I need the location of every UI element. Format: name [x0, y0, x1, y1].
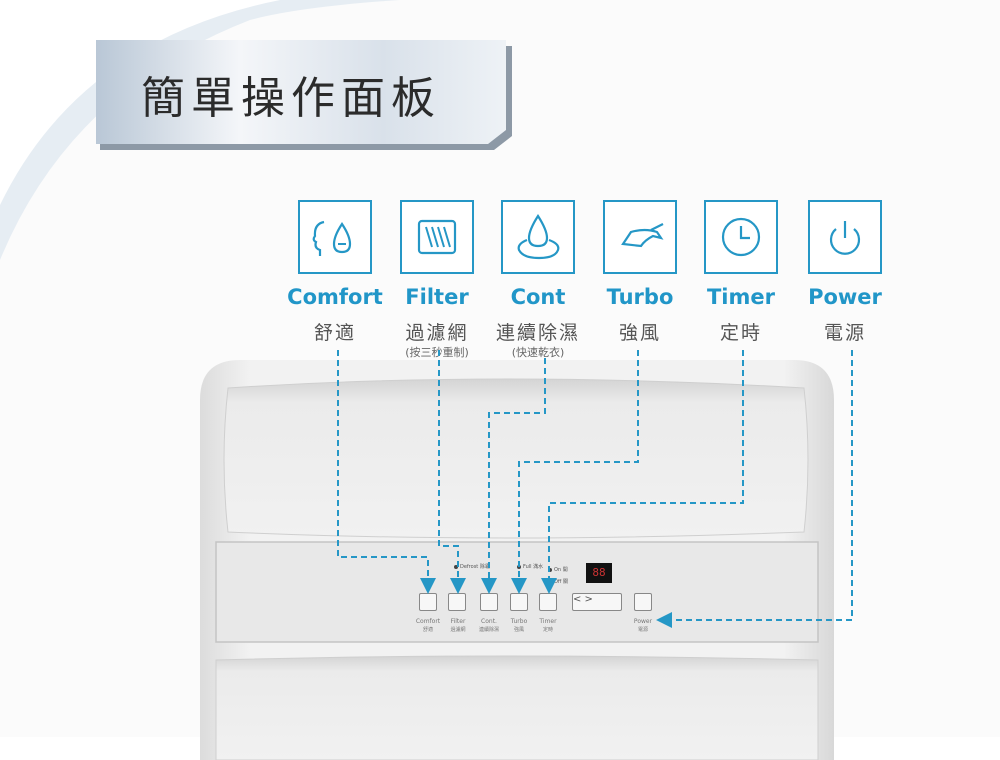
- comfort-label: Comfort: [287, 285, 383, 309]
- panel-power-label: Power: [633, 618, 653, 625]
- title-banner: [96, 40, 512, 150]
- filter-button[interactable]: [448, 593, 466, 611]
- filter-zh-label: 過濾網: [405, 322, 469, 344]
- panel-comfort-zh: 舒適: [422, 627, 433, 633]
- panel-turbo-label: Turbo: [510, 618, 528, 625]
- clock-icon: [721, 217, 761, 257]
- power-zh-label: 電源: [823, 322, 866, 344]
- arrow-buttons[interactable]: < >: [572, 593, 622, 611]
- panel-comfort-label: Comfort: [415, 618, 441, 625]
- filter-icon: [417, 219, 457, 255]
- panel-filter-label: Filter: [450, 618, 466, 625]
- cont-note: (快速乾衣): [511, 346, 565, 359]
- power-feature-box: [808, 200, 882, 274]
- power-label: Power: [808, 285, 882, 309]
- filter-feature-box: [400, 200, 474, 274]
- panel-filter-zh: 過濾網: [450, 627, 466, 633]
- wind-icon: [621, 223, 664, 248]
- cont-button[interactable]: [480, 593, 498, 611]
- comfort-button[interactable]: [419, 593, 437, 611]
- timer-feature-box: [704, 200, 778, 274]
- panel-turbo-zh: 強風: [513, 627, 524, 633]
- timer-zh-label: 定時: [719, 322, 762, 344]
- on-indicator: On 開: [548, 566, 568, 573]
- filter-label: Filter: [405, 285, 469, 309]
- cont-label: Cont: [510, 285, 566, 309]
- comfort-zh-label: 舒適: [313, 322, 356, 344]
- timer-button[interactable]: [539, 593, 557, 611]
- page-title: 簡單操作面板: [141, 73, 441, 124]
- turbo-zh-label: 強風: [618, 322, 661, 344]
- panel-power-zh: 電源: [637, 627, 648, 633]
- panel-cont-label: Cont.: [481, 618, 497, 625]
- turbo-label: Turbo: [606, 285, 674, 309]
- panel-cont-zh: 連續除濕: [478, 627, 499, 633]
- timer-label: Timer: [706, 285, 775, 309]
- cont-feature-box: [501, 200, 575, 274]
- turbo-feature-box: [603, 200, 677, 274]
- turbo-button[interactable]: [510, 593, 528, 611]
- panel-timer-label: Timer: [539, 618, 557, 625]
- panel-timer-zh: 定時: [542, 627, 553, 633]
- power-icon: [829, 221, 861, 255]
- comfort-feature-box: [298, 200, 372, 274]
- defrost-indicator: Defrost 除霜: [454, 563, 490, 570]
- cont-zh-label: 連續除濕: [495, 322, 580, 344]
- drop-circle-icon: [517, 213, 560, 260]
- face-drop-icon: [312, 220, 352, 256]
- full-indicator: Full 滿水: [517, 563, 543, 570]
- off-indicator: Off 關: [548, 578, 568, 585]
- dehumidifier-unit: [200, 360, 834, 760]
- power-button[interactable]: [634, 593, 652, 611]
- digital-display: 88: [586, 563, 612, 583]
